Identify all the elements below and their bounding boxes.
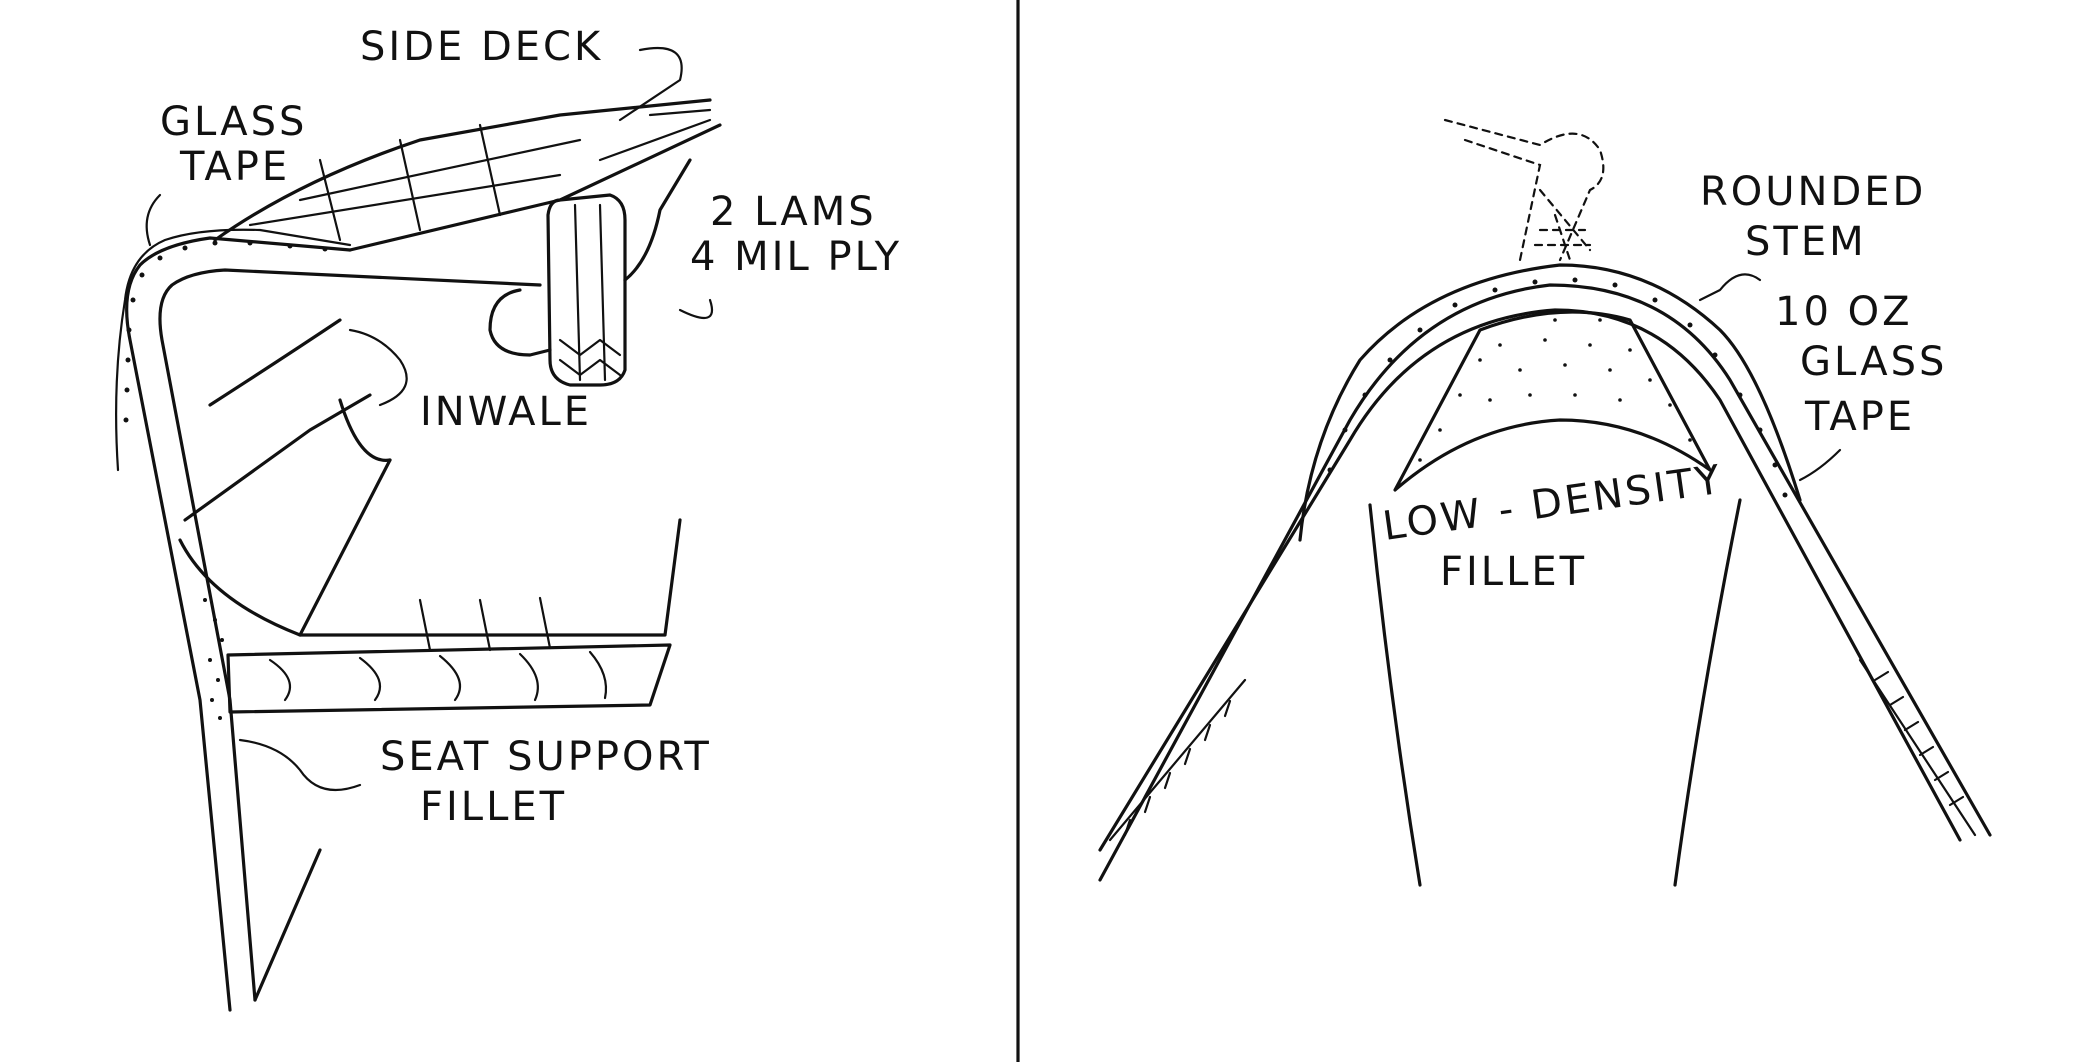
label-lams-2: 4 MIL PLY: [690, 234, 902, 280]
seat-grain: [518, 652, 539, 702]
inwale-grain: [573, 203, 582, 382]
bulkhead: [298, 518, 682, 637]
interior-line: [183, 393, 372, 522]
side-deck-leader: [618, 46, 683, 122]
hull-side-outer: [125, 236, 352, 1012]
inwale-leader: [348, 328, 408, 407]
tape-dots: [1327, 277, 1788, 498]
stem-ghost: [1443, 118, 1605, 262]
tape-leader: [1798, 448, 1842, 482]
seat-grain: [268, 658, 292, 702]
interior-line: [208, 318, 342, 407]
glass-tape-outer: [1298, 263, 1802, 542]
inwale-block: [546, 193, 627, 387]
label-rounded-stem-1: ROUNDED: [1700, 169, 1926, 215]
deck-grid-line: [318, 158, 342, 242]
label-rounded-stem-2: STEM: [1745, 219, 1867, 265]
seat-support: [226, 643, 672, 714]
seat-grain: [358, 656, 382, 702]
interior-line: [178, 538, 302, 637]
deck-grid-line: [648, 108, 712, 117]
deck-grid-line: [478, 123, 502, 217]
deck-grid-line: [398, 138, 422, 232]
fillet-body-right: [1673, 498, 1742, 887]
hull-right-edge: [623, 158, 692, 282]
label-glass-tape-1: GLASS: [160, 99, 307, 145]
right-drawing: ROUNDED STEM 10 OZ GLASS TAPE LOW - DENS…: [1098, 118, 1992, 887]
label-tape-2: GLASS: [1800, 339, 1947, 385]
stem-leader: [1698, 273, 1762, 302]
stem-ghost: [1463, 138, 1542, 262]
fillet-region: [1393, 310, 1712, 492]
glass-tape-leader: [145, 193, 162, 247]
seat-tick: [418, 598, 432, 652]
hull-side-inner: [158, 268, 542, 1002]
label-glass-tape-2: TAPE: [179, 144, 290, 190]
seat-tick: [538, 596, 552, 650]
seat-grain: [588, 650, 608, 700]
label-seat-support-2: FILLET: [420, 784, 567, 830]
label-side-deck: SIDE DECK: [360, 24, 603, 70]
deck-grid-line: [298, 138, 582, 202]
label-fillet-1: LOW - DENSITY: [1380, 457, 1726, 550]
plank-hatch-left: [1108, 678, 1247, 842]
seat-tick: [478, 598, 492, 652]
fillet-stipple: [1418, 318, 1692, 462]
inwale-grain: [558, 358, 622, 377]
interior-line: [298, 458, 392, 637]
inwale-grain: [598, 203, 607, 382]
label-tape-3: TAPE: [1804, 394, 1915, 440]
left-drawing: SIDE DECK GLASS TAPE 2 LAMS 4 MIL PLY IN…: [115, 24, 902, 1012]
deck-grid-line: [598, 118, 712, 162]
inwale-fillet: [488, 288, 552, 357]
seat-support-leader: [238, 738, 362, 792]
label-tape-1: 10 OZ: [1775, 289, 1913, 335]
deck-grid-line: [248, 173, 562, 227]
side-deck-panel: [213, 98, 712, 242]
lams-leader: [678, 298, 713, 320]
label-fillet-2: FILLET: [1440, 549, 1587, 595]
seat-fillet-dots: [203, 598, 224, 720]
stem-ghost: [1538, 188, 1592, 252]
interior-line: [338, 398, 392, 462]
label-inwale: INWALE: [420, 389, 592, 435]
fillet-body-left: [1368, 503, 1422, 887]
glass-tape-dots: [123, 240, 328, 423]
glass-tape-edge: [115, 228, 352, 472]
hull-lower-line: [253, 848, 322, 1002]
hull-outer-skin: [1098, 283, 1992, 882]
hull-inner-skin: [1098, 308, 1962, 852]
seat-grain: [438, 654, 462, 702]
inwale-grain: [558, 338, 622, 357]
label-seat-support-1: SEAT SUPPORT: [380, 734, 712, 780]
label-lams-1: 2 LAMS: [710, 189, 877, 235]
plank-hatch-right: [1858, 658, 1977, 837]
stem-ghost: [1553, 213, 1572, 262]
